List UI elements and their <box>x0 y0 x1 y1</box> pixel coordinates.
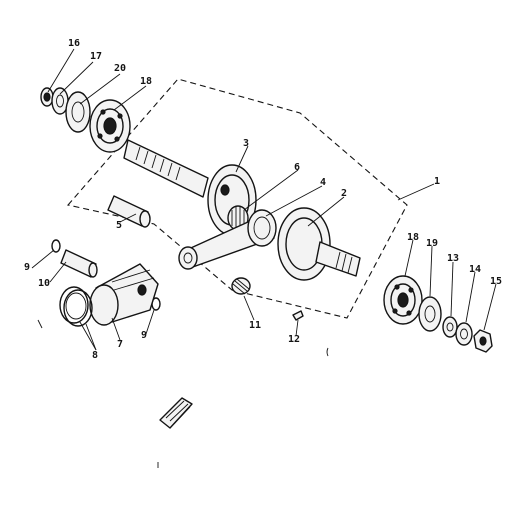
piston-pin-10 <box>60 249 98 278</box>
callout-17: 17 <box>90 51 102 62</box>
callout-18-right: 18 <box>407 232 419 243</box>
detail-mark <box>159 397 193 429</box>
right-washer-13 <box>442 316 458 338</box>
callout-7: 7 <box>117 339 123 350</box>
leader-lines <box>31 48 497 351</box>
callout-2: 2 <box>341 188 347 199</box>
callout-15: 15 <box>490 276 502 287</box>
callout-8: 8 <box>92 350 98 361</box>
piston-pin-clip-9-upper <box>51 239 61 253</box>
callout-10: 10 <box>38 278 50 289</box>
right-washer-14 <box>455 322 473 346</box>
callout-11: 11 <box>249 320 261 331</box>
woodruff-key-12 <box>292 310 304 321</box>
left-crank-shaft <box>123 139 209 198</box>
crank-pin-5 <box>107 195 151 228</box>
callout-3: 3 <box>243 138 249 149</box>
callout-labels: 16 17 20 18 3 6 4 2 1 5 9 10 8 7 9 11 12… <box>24 38 502 361</box>
connecting-rod-4 <box>178 209 277 270</box>
right-seal-19 <box>418 296 442 332</box>
left-bearing-18 <box>89 99 131 153</box>
callout-13: 13 <box>447 253 459 264</box>
callout-4: 4 <box>320 177 326 188</box>
callout-19: 19 <box>426 238 438 249</box>
callout-6: 6 <box>294 162 300 173</box>
piston-rings-8 <box>59 286 93 327</box>
piston-7 <box>89 263 159 326</box>
right-bearing-18 <box>383 275 423 325</box>
right-end-components <box>383 275 493 353</box>
callout-5: 5 <box>116 220 122 231</box>
callout-9-upper: 9 <box>24 262 30 273</box>
left-end-components <box>40 87 131 153</box>
left-nut-16 <box>40 87 54 107</box>
callout-9-lower: 9 <box>141 330 147 341</box>
right-crank-web-2 <box>277 207 361 281</box>
callout-14: 14 <box>469 264 481 275</box>
callout-12: 12 <box>288 334 300 345</box>
right-nut-15 <box>473 329 493 353</box>
scan-marks <box>37 319 329 468</box>
callout-18-left: 18 <box>140 76 152 87</box>
callout-20: 20 <box>114 63 126 74</box>
callout-1: 1 <box>434 176 440 187</box>
callout-16-left: 16 <box>68 38 80 49</box>
left-seal-20 <box>65 91 91 133</box>
small-end-bearing-11 <box>231 277 251 295</box>
